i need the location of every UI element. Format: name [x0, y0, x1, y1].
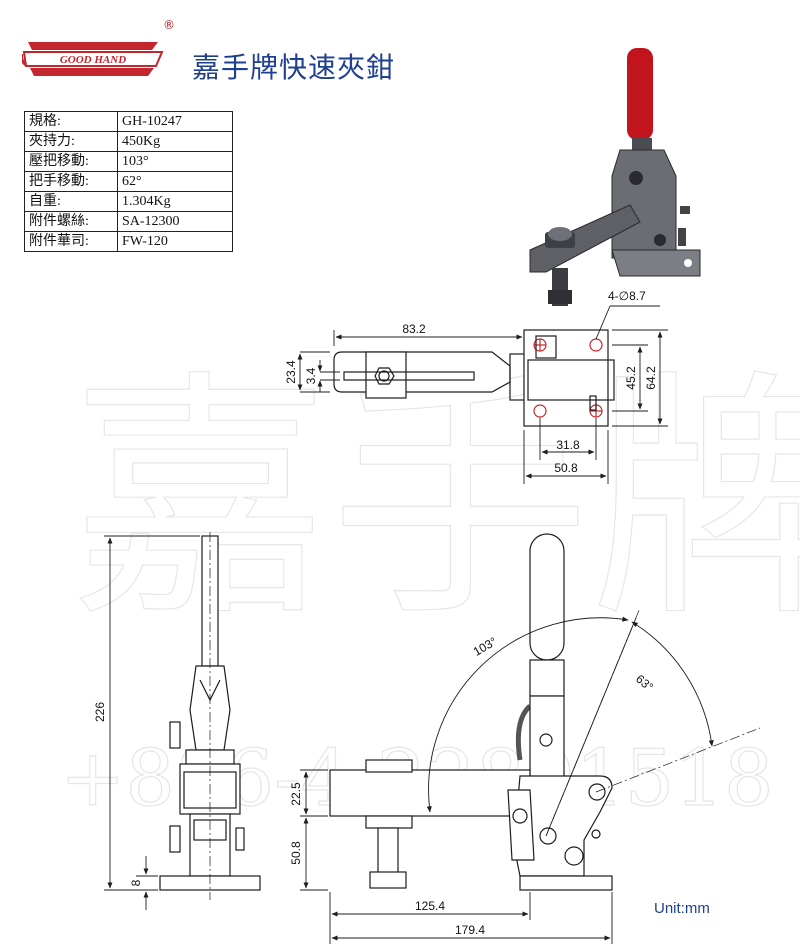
spec-row: 附件螺絲:SA-12300 — [24, 211, 233, 232]
spec-value: 1.304Kg — [117, 191, 233, 212]
spec-label: 把手移動: — [24, 171, 118, 192]
dim-arm-length: 83.2 — [402, 322, 426, 336]
registered-mark: ® — [163, 18, 175, 32]
dim-arm-height: 22.5 — [289, 782, 303, 806]
logo-text: GOOD HAND — [60, 54, 126, 66]
spec-row: 自重:1.304Kg — [24, 191, 233, 212]
top-view-dimensions — [297, 305, 668, 484]
dim-reach: 125.4 — [415, 899, 445, 913]
spec-value: 103° — [117, 151, 233, 172]
dim-arm-width: 23.4 — [284, 360, 298, 384]
dim-total-height: 226 — [93, 702, 107, 722]
dim-base-hole-x: 31.8 — [556, 438, 580, 452]
dim-hole: 4-∅8.7 — [608, 289, 646, 303]
spec-label: 壓把移動: — [24, 151, 118, 172]
dim-pivot-height: 50.8 — [289, 841, 303, 865]
side-view — [159, 532, 261, 900]
unit-label: Unit:mm — [654, 900, 710, 917]
top-view — [333, 329, 615, 427]
dim-overall-length: 179.4 — [455, 923, 485, 937]
spec-value: GH-10247 — [117, 111, 233, 132]
side-view-dimensions — [104, 535, 200, 910]
logo-graphic: GOOD HAND — [20, 42, 164, 76]
dim-arm-slot: 3.4 — [304, 367, 318, 384]
dim-lever-angle: 63° — [633, 672, 656, 695]
brand-logo: GOOD HAND — [20, 36, 164, 82]
dim-base-hole-y: 45.2 — [624, 366, 638, 390]
dim-base-height: 64.2 — [644, 366, 658, 390]
watermark: 嘉手牌 +886-4-22801518 — [59, 349, 800, 824]
spec-row: 壓把移動:103° — [24, 151, 233, 172]
page-title: 嘉手牌快速夾鉗 — [192, 51, 396, 84]
watermark-chars: 嘉手牌 — [70, 350, 800, 652]
spec-value: FW-120 — [117, 231, 233, 252]
product-render — [529, 48, 701, 306]
product-handle-grip — [627, 48, 653, 140]
spec-row: 附件華司:FW-120 — [24, 231, 233, 252]
dim-base-width: 50.8 — [554, 461, 578, 475]
dim-base-thickness: 8 — [129, 879, 143, 886]
front-view-dimensions — [300, 607, 761, 944]
